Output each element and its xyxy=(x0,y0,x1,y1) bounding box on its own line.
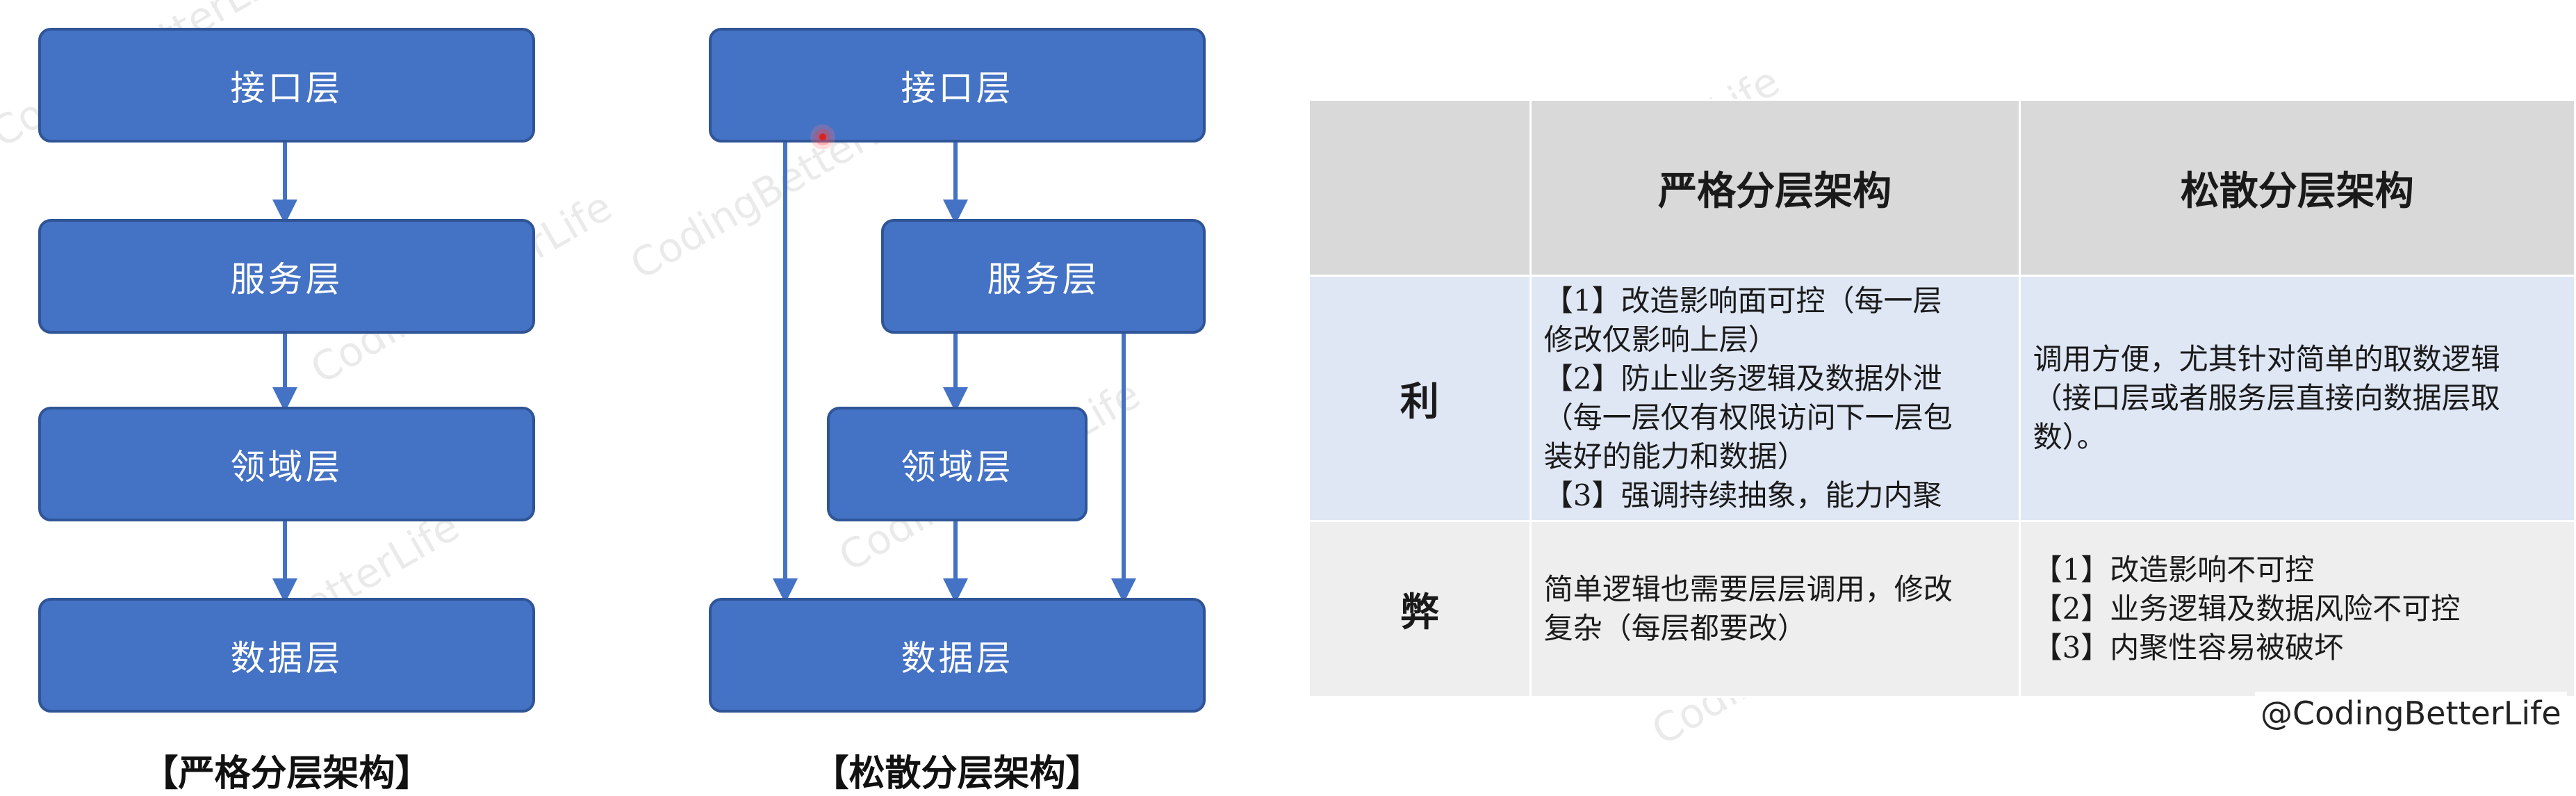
pros-loose-cell: 调用方便，尤其针对简单的取数逻辑 （接口层或者服务层直接向数据层取 数）。 xyxy=(2018,275,2576,522)
table-row-cons: 弊 简单逻辑也需要层层调用，修改 复杂（每层都要改） 【1】改造影响不可控 【2… xyxy=(1308,520,2576,698)
strict-data-layer: 数据层 xyxy=(38,598,535,713)
row-label-pros: 利 xyxy=(1308,275,1532,522)
cell-line: 【2】业务逻辑及数据风险不可控 xyxy=(2033,592,2461,626)
strict-service-layer: 服务层 xyxy=(38,219,535,334)
cell-line: 调用方便，尤其针对简单的取数逻辑 xyxy=(2033,342,2500,376)
cell-line: 装好的能力和数据） xyxy=(1543,439,1807,473)
cell-line: 数）。 xyxy=(2033,420,2106,454)
loose-interface-layer: 接口层 xyxy=(709,28,1206,143)
mouse-cursor xyxy=(814,129,831,145)
cell-line: 修改仅影响上层） xyxy=(1543,323,1778,357)
row-label-cons: 弊 xyxy=(1308,520,1532,698)
strict-interface-layer: 接口层 xyxy=(38,28,535,143)
cell-line: 【3】强调持续抽象，能力内聚 xyxy=(1543,478,1942,512)
table-row-pros: 利 【1】改造影响面可控（每一层 修改仅影响上层） 【2】防止业务逻辑及数据外泄… xyxy=(1308,275,2576,522)
loose-caption: 【松散分层架构】 xyxy=(812,752,1102,795)
cell-line: （接口层或者服务层直接向数据层取 xyxy=(2033,381,2500,415)
cell-line: 复杂（每层都要改） xyxy=(1543,611,1807,645)
cons-loose-cell: 【1】改造影响不可控 【2】业务逻辑及数据风险不可控 【3】内聚性容易被破坏 xyxy=(2018,520,2576,698)
strict-caption: 【严格分层架构】 xyxy=(142,752,432,795)
cell-line: 【1】改造影响面可控（每一层 xyxy=(1543,284,1942,318)
pros-strict-cell: 【1】改造影响面可控（每一层 修改仅影响上层） 【2】防止业务逻辑及数据外泄 （… xyxy=(1529,275,2021,522)
cell-line: 【2】防止业务逻辑及数据外泄 xyxy=(1543,362,1942,396)
loose-data-layer: 数据层 xyxy=(709,598,1206,713)
comparison-table: 严格分层架构 松散分层架构 利 【1】改造影响面可控（每一层 修改仅影响上层） … xyxy=(1308,99,2576,698)
cell-line: （每一层仅有权限访问下一层包 xyxy=(1543,400,1953,434)
cell-line: 【1】改造影响不可控 xyxy=(2033,553,2315,587)
strict-domain-layer: 领域层 xyxy=(38,407,535,521)
table-header-strict: 严格分层架构 xyxy=(1529,99,2021,277)
loose-domain-layer: 领域层 xyxy=(827,407,1088,521)
author-handle: @CodingBetterLife xyxy=(2255,692,2567,735)
cell-line: 简单逻辑也需要层层调用，修改 xyxy=(1543,572,1953,606)
cell-line: 【3】内聚性容易被破坏 xyxy=(2033,631,2344,665)
table-header-corner xyxy=(1308,99,1532,277)
cons-strict-cell: 简单逻辑也需要层层调用，修改 复杂（每层都要改） xyxy=(1529,520,2021,698)
loose-service-layer: 服务层 xyxy=(881,219,1206,334)
table-header-loose: 松散分层架构 xyxy=(2018,99,2576,277)
